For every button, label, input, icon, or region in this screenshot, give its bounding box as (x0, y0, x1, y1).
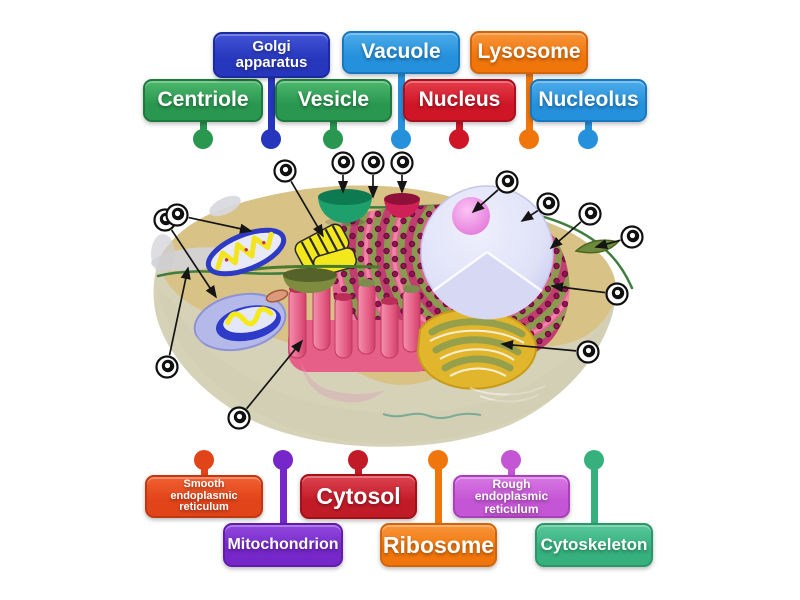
bullseye-icon[interactable] (361, 151, 385, 175)
label-mitochondrion[interactable]: Mitochondrion (223, 523, 343, 567)
smooth-er (288, 267, 436, 403)
label-vesicle[interactable]: Vesicle (275, 79, 392, 122)
target-arrow (520, 209, 539, 222)
bullseye-icon[interactable] (536, 192, 560, 216)
bullseye-icon[interactable] (576, 340, 600, 364)
bullseye-icon[interactable] (390, 151, 414, 175)
olive-bowl-vesicle (249, 264, 381, 293)
target-arrow (500, 339, 577, 352)
label-nucleus[interactable]: Nucleus (403, 79, 516, 122)
label-cytoskeleton[interactable]: Cytoskeleton (535, 523, 653, 567)
target-arrow (594, 239, 621, 249)
target-arrow (188, 216, 253, 234)
label-rough-endoplasmic-reticulum[interactable]: Rough endoplasmic reticulum (453, 475, 570, 518)
label-lysosome[interactable]: Lysosome (470, 31, 588, 74)
cut-mitochondrion-vesicle (193, 292, 287, 352)
label-nucleolus[interactable]: Nucleolus (530, 79, 647, 122)
label-centriole[interactable]: Centriole (143, 79, 263, 122)
target-arrow (471, 189, 499, 214)
target-arrow (245, 339, 304, 410)
bullseye-icon[interactable] (495, 170, 519, 194)
nucleus (420, 185, 554, 320)
green-bowl-vacuole (318, 189, 372, 226)
red-bowl-lysosome (384, 193, 420, 218)
bullseye-icon[interactable] (227, 406, 251, 430)
label-ribosome[interactable]: Ribosome (380, 523, 497, 567)
bullseye-icon[interactable] (165, 203, 189, 227)
bullseye-icon[interactable] (578, 202, 602, 226)
target-arrows (168, 175, 621, 410)
target-arrow (290, 180, 324, 238)
membrane-overlay (158, 290, 614, 444)
target-arrow (168, 266, 191, 356)
target-arrow (549, 221, 582, 250)
label-golgi-apparatus[interactable]: Golgi apparatus (213, 32, 330, 78)
bullseye-icon[interactable] (155, 355, 179, 379)
label-cytosol[interactable]: Cytosol (300, 474, 417, 519)
target-arrow (170, 229, 217, 299)
bullseye-icon[interactable] (605, 282, 629, 306)
label-smooth-endoplasmic-reticulum[interactable]: Smooth endoplasmic reticulum (145, 475, 263, 518)
target-pins (153, 151, 644, 430)
bullseye-icon[interactable] (620, 225, 644, 249)
centriole (294, 223, 357, 277)
mitochondrion (205, 227, 287, 277)
bullseye-icon[interactable] (273, 159, 297, 183)
small-organelle (265, 289, 289, 303)
bottom-squiggle (382, 412, 482, 419)
target-arrow (550, 282, 606, 294)
bullseye-icon[interactable] (331, 151, 355, 175)
label-vacuole[interactable]: Vacuole (342, 31, 460, 74)
